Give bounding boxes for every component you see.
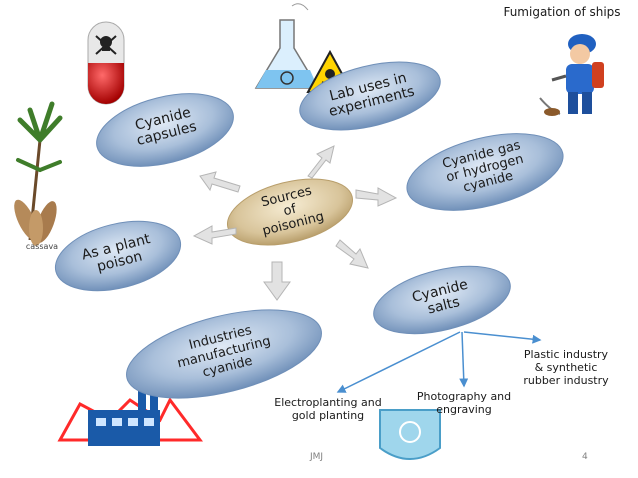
footer-author: JMJ bbox=[310, 452, 324, 462]
arrow-to-plant bbox=[192, 225, 237, 245]
node-gas bbox=[406, 133, 564, 211]
node-lab bbox=[299, 61, 441, 131]
organization-logo-icon bbox=[379, 409, 441, 460]
salt-use-plastic: Plastic industry & synthetic rubber indu… bbox=[523, 348, 609, 387]
connector-plastic bbox=[463, 331, 542, 344]
salt-use-electroplating: Electroplanting and gold planting bbox=[274, 396, 382, 422]
node-plant bbox=[54, 220, 182, 292]
factory-icon bbox=[57, 390, 203, 446]
salt-connectors bbox=[336, 331, 542, 393]
fumigation-caption: Fumigation of ships bbox=[503, 5, 621, 19]
diagram-arrows bbox=[192, 145, 398, 301]
node-capsules bbox=[96, 93, 234, 167]
arrow-to-lab bbox=[307, 145, 335, 179]
fumigation-worker-icon bbox=[539, 34, 604, 116]
node-industries bbox=[126, 309, 322, 399]
connector-electroplating bbox=[336, 331, 461, 393]
footer-page-number: 4 bbox=[582, 452, 588, 462]
arrow-to-salts bbox=[335, 239, 369, 269]
arrow-to-gas bbox=[355, 187, 398, 207]
diagram-nodes bbox=[54, 61, 564, 399]
poison-capsule-icon bbox=[87, 21, 125, 105]
connector-photography bbox=[459, 331, 469, 388]
cassava-plant-icon bbox=[14, 101, 63, 246]
arrow-to-capsules bbox=[199, 171, 241, 193]
arrow-to-industries bbox=[263, 261, 291, 301]
salt-use-photography: Photography and engraving bbox=[416, 390, 512, 416]
lab-flask-icon bbox=[254, 3, 354, 93]
node-center bbox=[226, 178, 354, 246]
node-salts bbox=[373, 265, 511, 335]
cassava-caption: cassava bbox=[25, 242, 59, 251]
